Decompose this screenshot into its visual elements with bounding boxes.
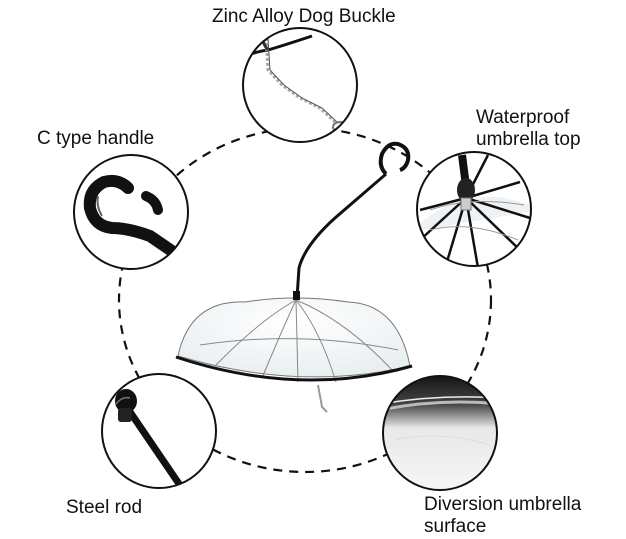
surface-detail-circle (382, 375, 498, 491)
umbrella-pole (295, 172, 387, 299)
c-handle-small (378, 141, 411, 176)
handle-detail-circle (73, 154, 189, 270)
canopy-rim (175, 355, 413, 382)
label-text-line1: Waterproof (476, 107, 570, 128)
rod-detail-circle (101, 373, 217, 489)
dashed-ring (117, 126, 493, 474)
label-text-line2: umbrella top (476, 129, 581, 150)
canopy (177, 297, 411, 378)
label-zinc-alloy-dog-buckle: Zinc Alloy Dog Buckle (212, 6, 396, 28)
label-steel-rod: Steel rod (66, 497, 142, 519)
top-detail-circle (416, 151, 532, 267)
label-text-line2: surface (424, 516, 487, 537)
label-text: C type handle (37, 128, 155, 149)
umbrella-main (175, 141, 413, 413)
label-diversion-umbrella-surface: Diversion umbrella surface (424, 494, 581, 538)
label-waterproof-umbrella-top: Waterproof umbrella top (476, 107, 581, 151)
label-text: Zinc Alloy Dog Buckle (212, 6, 396, 27)
label-text-line1: Diversion umbrella (424, 494, 582, 515)
buckle-detail-circle (242, 27, 358, 143)
label-c-type-handle: C type handle (37, 128, 154, 150)
label-text: Steel rod (66, 497, 143, 518)
